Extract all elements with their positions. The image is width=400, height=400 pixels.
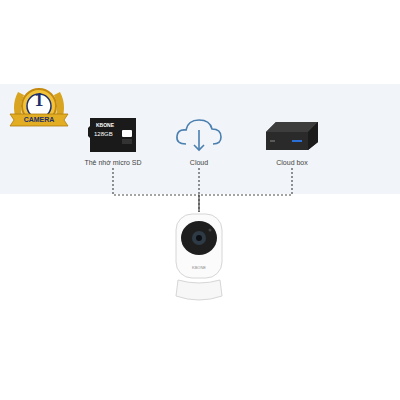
storage-label: Cloud box [242,159,342,167]
camera-device: KBONE [168,212,230,306]
storage-cloud: Cloud [170,116,228,168]
badge-text: CAMERA [12,116,66,123]
device-illustration [262,116,322,156]
card-capacity: 128GB [94,131,113,137]
storage-label: Cloud [150,159,248,167]
brand-mark: KBONE [148,264,250,272]
badge-number: 1 [33,90,45,111]
dashed-connector [199,168,292,212]
dashed-connector [198,168,199,212]
storage-label: Thẻ nhớ micro SD [64,159,162,167]
storage-cloudbox: Cloud box [262,116,322,168]
device-illustration [168,212,230,306]
dashed-connector [113,168,199,212]
card-brand: KBONE [96,122,114,128]
device-illustration [170,116,228,156]
